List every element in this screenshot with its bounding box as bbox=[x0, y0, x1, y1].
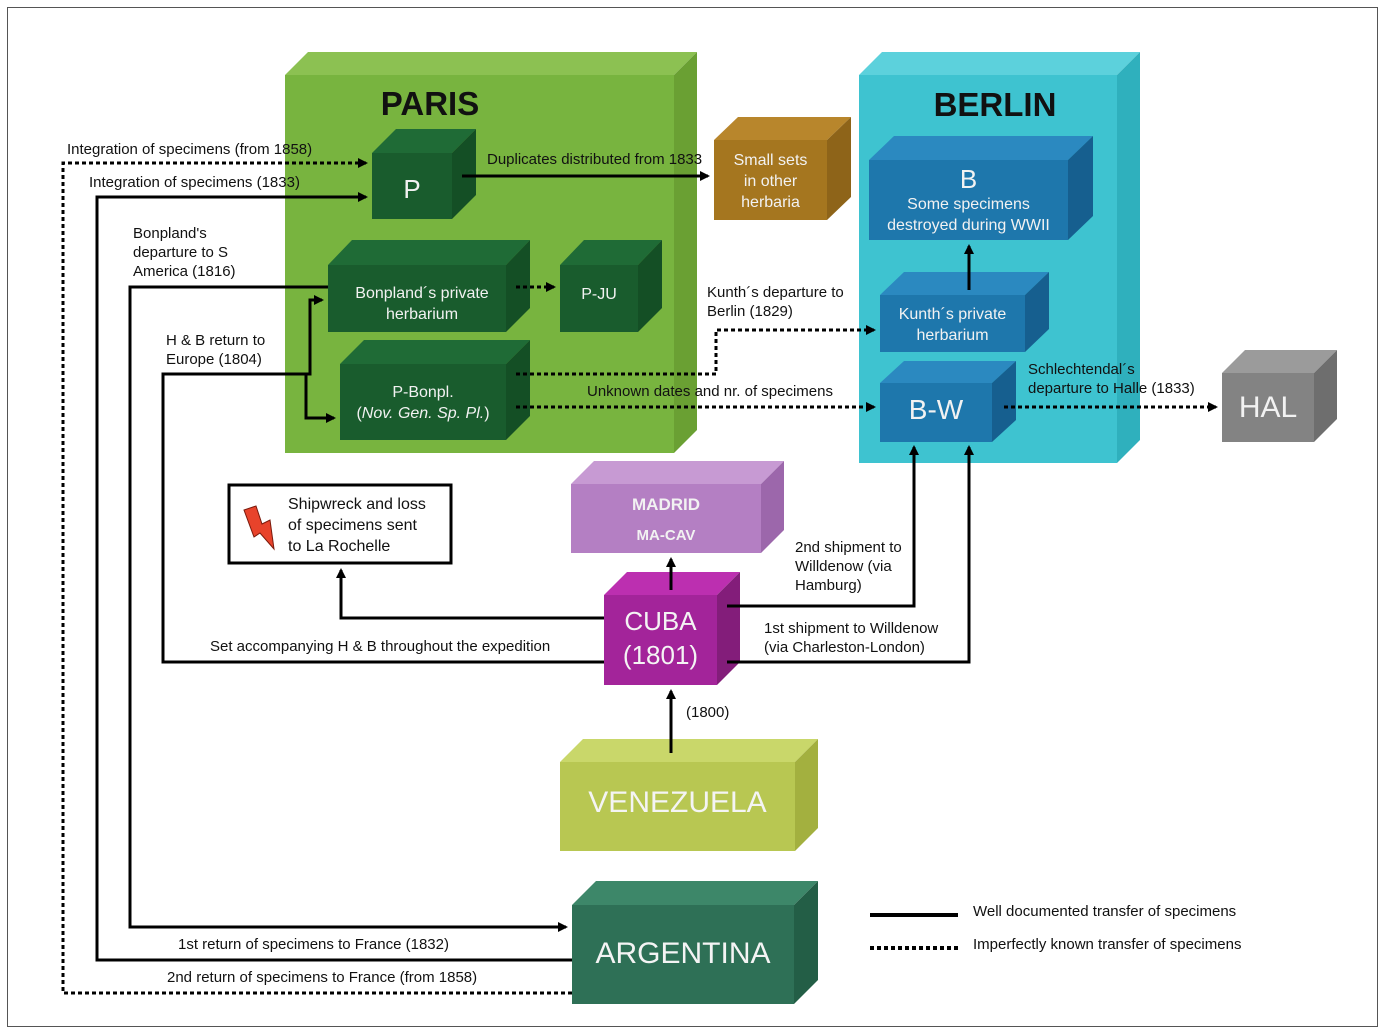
hal-label: HAL bbox=[1238, 391, 1298, 424]
label-unknown-dates: Unknown dates and nr. of specimens bbox=[587, 383, 833, 400]
argentina-label: ARGENTINA bbox=[595, 937, 771, 970]
arrow-to-p-bonpl bbox=[304, 374, 336, 423]
shipwreck-box bbox=[227, 483, 453, 565]
p-ju-label: P-JU bbox=[581, 286, 617, 303]
cuba-box bbox=[604, 572, 740, 685]
label-bonpland-departure: Bonpland's departure to S America (1816) bbox=[133, 225, 236, 280]
arrow-bonpland-departure bbox=[128, 285, 568, 932]
label-integration-1858: Integration of specimens (from 1858) bbox=[67, 141, 313, 158]
hal-box bbox=[1222, 350, 1337, 442]
arrow-cuba-to-shipwreck bbox=[336, 568, 604, 620]
label-hb-return: H & B return to Europe (1804) bbox=[166, 332, 266, 368]
small-sets-label: Small sets in other herbaria bbox=[733, 152, 808, 211]
kunth-private-label: Kunth´s private herbarium bbox=[898, 306, 1007, 344]
arrow-to-bonpland-private bbox=[306, 295, 324, 376]
paris-title: PARIS bbox=[380, 85, 480, 122]
berlin-title: BERLIN bbox=[933, 86, 1057, 123]
bw-label: B-W bbox=[908, 394, 964, 425]
madrid-label: MADRID bbox=[632, 495, 700, 514]
b-box-note: Some specimens destroyed during WWII bbox=[887, 196, 1050, 234]
bw-box bbox=[880, 361, 1016, 442]
b-box bbox=[869, 136, 1093, 240]
bonpland-private-label: Bonpland´s private herbarium bbox=[355, 285, 489, 323]
p-bonpl-box bbox=[340, 340, 530, 440]
arrow-kunth-departure bbox=[516, 325, 876, 376]
arrow-integration-1833 bbox=[95, 192, 572, 962]
p-bonpl-sublabel: (Nov. Gen. Sp. Pl.) bbox=[356, 405, 490, 422]
venezuela-label: VENEZUELA bbox=[588, 786, 767, 819]
label-schlechtendal: Schlechtendal´s departure to Halle (1833… bbox=[1028, 361, 1195, 397]
label-second-shipment: 2nd shipment to Willdenow (via Hamburg) bbox=[795, 539, 902, 594]
argentina-box bbox=[572, 881, 818, 1004]
label-kunth-departure: Kunth´s departure to Berlin (1829) bbox=[707, 284, 844, 320]
arrow-integration-1858 bbox=[61, 158, 572, 995]
p-box-label: P bbox=[403, 174, 421, 204]
p-bonpl-label: P-Bonpl. bbox=[392, 384, 454, 401]
madrid-box bbox=[571, 461, 784, 553]
label-second-return: 2nd return of specimens to France (from … bbox=[167, 969, 478, 986]
label-first-return: 1st return of specimens to France (1832) bbox=[178, 936, 449, 953]
arrow-set-accompanying bbox=[161, 372, 604, 664]
shipwreck-label: Shipwreck and loss of specimens sent to … bbox=[288, 496, 426, 555]
label-integration-1833: Integration of specimens (1833) bbox=[89, 174, 300, 191]
p-ju-box bbox=[560, 240, 662, 332]
small-sets-box bbox=[714, 117, 851, 220]
venezuela-box bbox=[560, 739, 818, 851]
legend-dotted-label: Imperfectly known transfer of specimens bbox=[973, 936, 1242, 953]
label-set-accompanying: Set accompanying H & B throughout the ex… bbox=[210, 638, 551, 655]
label-first-shipment: 1st shipment to Willdenow (via Charlesto… bbox=[764, 620, 939, 656]
b-box-letter: B bbox=[959, 164, 978, 194]
arrow-second-shipment bbox=[727, 445, 919, 608]
kunth-private-box bbox=[880, 272, 1049, 352]
legend-solid-label: Well documented transfer of specimens bbox=[973, 903, 1237, 920]
label-duplicates: Duplicates distributed from 1833 bbox=[487, 151, 703, 168]
cuba-label: CUBA (1801) bbox=[622, 606, 699, 670]
p-box bbox=[372, 129, 476, 219]
label-1800: (1800) bbox=[686, 704, 730, 721]
arrow-first-shipment bbox=[727, 445, 974, 664]
lightning-icon bbox=[243, 505, 275, 551]
ma-cav-label: MA-CAV bbox=[636, 527, 696, 544]
